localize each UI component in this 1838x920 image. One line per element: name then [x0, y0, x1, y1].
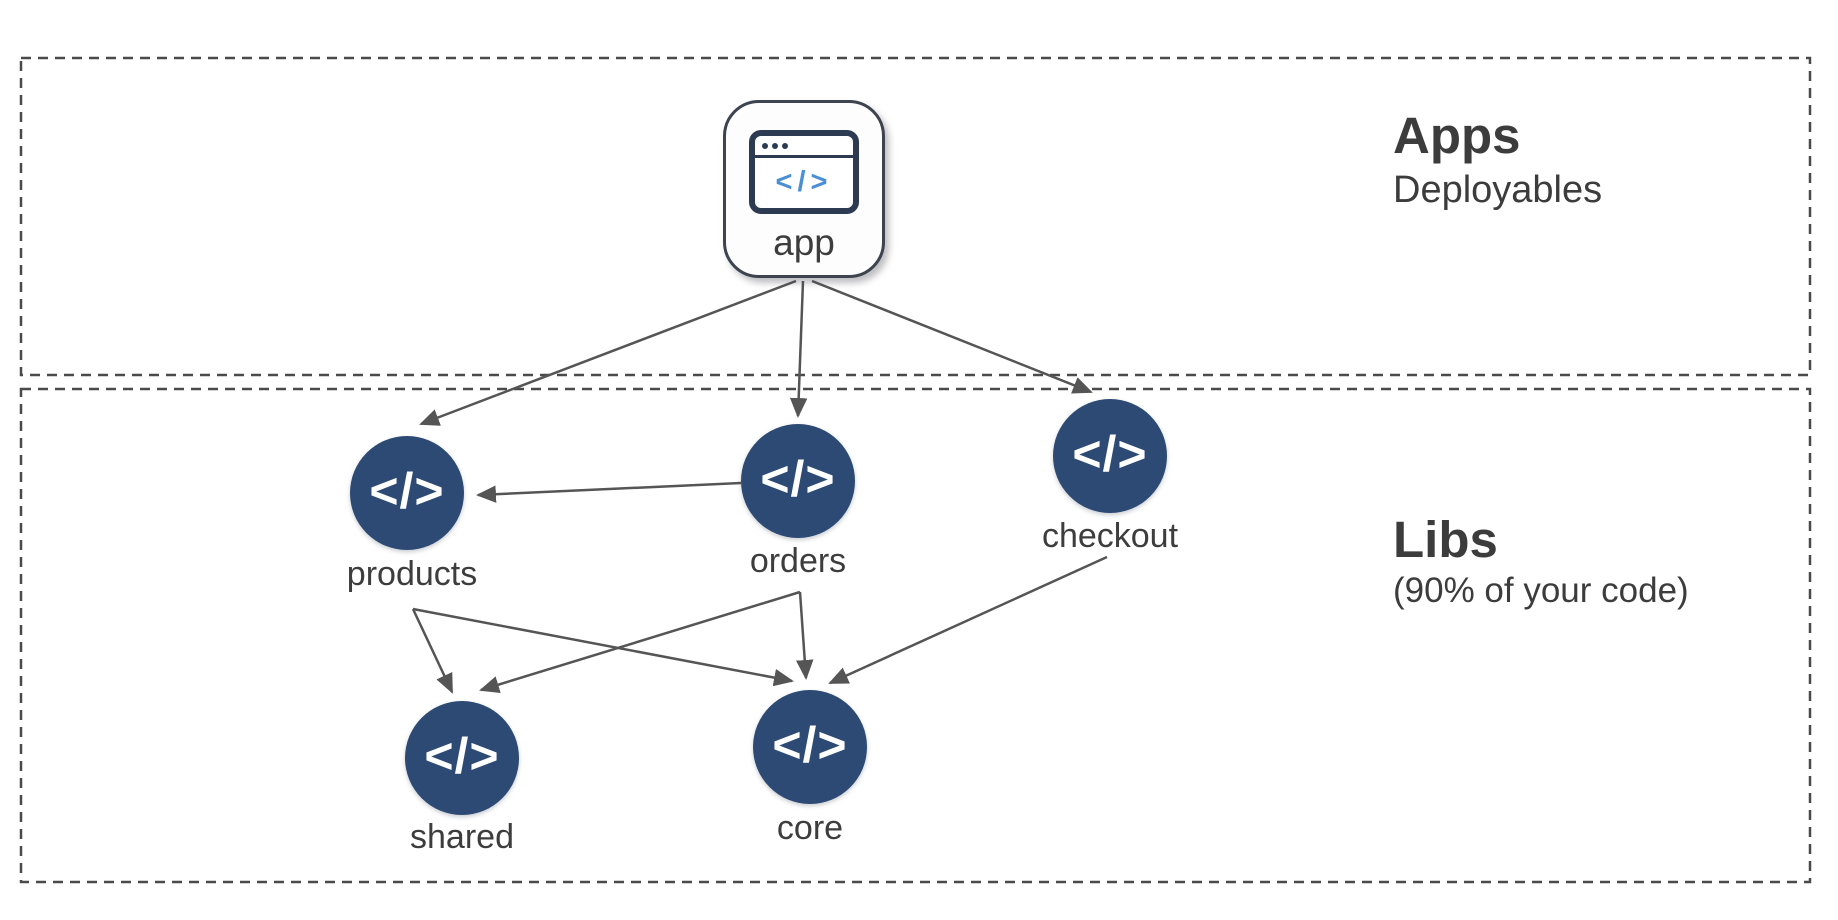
node-checkout-label: checkout — [1041, 517, 1179, 555]
code-icon: </> — [424, 728, 500, 784]
edge-app-checkout — [811, 279, 1093, 394]
node-products-label: products — [346, 555, 478, 593]
apps-section-title: Apps — [1393, 107, 1521, 164]
node-core: </> — [753, 690, 867, 804]
code-icon: </> — [760, 451, 836, 507]
node-shared: </> — [405, 701, 519, 815]
browser-titlebar — [755, 136, 853, 158]
browser-window-icon: </> — [749, 130, 859, 214]
edge-products-shared — [411, 608, 454, 694]
edge-orders-products — [476, 481, 742, 503]
edge-orders-core — [796, 591, 814, 680]
apps-section-caption: Apps Deployables — [1393, 107, 1603, 212]
code-icon: </> — [775, 165, 833, 198]
libs-section-title: Libs — [1393, 511, 1498, 568]
libs-section-caption: Libs (90% of your code) — [1393, 511, 1689, 611]
browser-dot-icon — [772, 142, 778, 149]
browser-dot-icon — [762, 142, 768, 149]
app-node-label: app — [773, 222, 835, 263]
code-icon: </> — [1072, 426, 1148, 482]
apps-section-subtitle: Deployables — [1393, 169, 1603, 212]
libs-section-subtitle: (90% of your code) — [1393, 571, 1689, 611]
edge-products-core — [412, 607, 794, 687]
code-icon: </> — [772, 717, 848, 773]
code-icon: </> — [369, 463, 445, 519]
app-node: </> app — [723, 100, 885, 278]
edge-orders-shared — [479, 590, 801, 694]
node-products: </> — [350, 436, 464, 550]
edge-app-orders — [789, 280, 808, 418]
node-orders: </> — [741, 424, 855, 538]
node-checkout: </> — [1053, 399, 1167, 513]
browser-dot-icon — [782, 142, 788, 149]
libs-section-box — [19, 387, 1812, 884]
apps-section-box — [19, 56, 1812, 377]
node-orders-label: orders — [749, 542, 847, 580]
edge-checkout-core — [828, 555, 1108, 685]
node-shared-label: shared — [410, 818, 514, 856]
edge-app-products — [419, 279, 797, 426]
node-core-label: core — [776, 809, 844, 847]
